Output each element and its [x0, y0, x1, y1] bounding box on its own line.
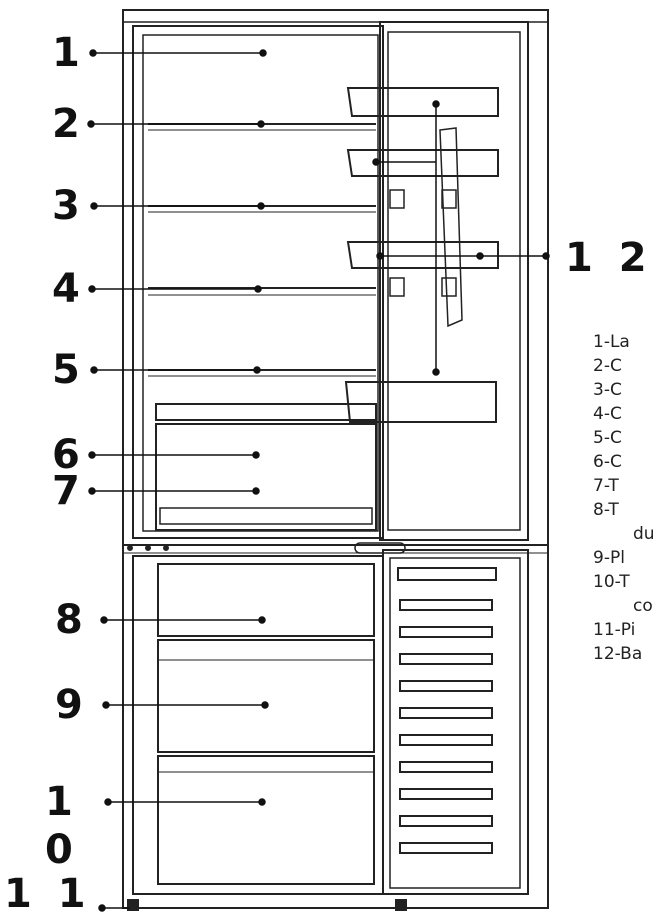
crisper-drawer: [155, 423, 377, 531]
door-balcony-2: [346, 149, 499, 177]
callout-4: 4: [52, 266, 86, 312]
callout-3: 3: [52, 183, 86, 229]
freezer-drawer-3: [157, 755, 375, 885]
legend-item-10-cont: co: [633, 596, 653, 616]
cabinet-outline: [122, 9, 549, 909]
parts-legend: 1-La 2-C 3-C 4-C 5-C 6-C 7-T 8-T du 9-Pl…: [593, 330, 653, 666]
legend-item-1: 1-La: [593, 332, 630, 352]
door-balcony-bottom: [344, 381, 497, 423]
callout-8: 8: [55, 597, 89, 643]
freezer-compartment: [132, 555, 384, 895]
door-balcony-3: [346, 241, 499, 269]
fridge-compartment: [132, 25, 384, 539]
legend-item-12: 12-Ba: [593, 644, 643, 664]
legend-item-8: 8-T: [593, 500, 619, 520]
callout-12: 1 2: [565, 235, 653, 281]
callout-2: 2: [52, 101, 86, 147]
legend-item-7: 7-T: [593, 476, 619, 496]
adjustable-foot-right: [395, 899, 407, 911]
legend-item-5: 5-C: [593, 428, 622, 448]
callout-10-line1: 1: [45, 779, 79, 825]
callout-11: 1 1: [4, 871, 92, 917]
callout-6: 6: [52, 432, 86, 478]
callout-10-line2: 0: [45, 827, 79, 873]
legend-item-4: 4-C: [593, 404, 622, 424]
freezer-drawer-1: [157, 563, 375, 637]
callout-1: 1: [52, 30, 86, 76]
legend-item-10: 10-T: [593, 572, 630, 592]
callout-9: 9: [55, 682, 89, 728]
callout-5: 5: [52, 347, 86, 393]
door-balcony-top: [346, 87, 499, 117]
crisper-cover: [155, 403, 377, 421]
fridge-door: [379, 21, 529, 541]
freezer-drawer-2: [157, 639, 375, 753]
freezer-door: [382, 549, 529, 895]
legend-item-6: 6-C: [593, 452, 622, 472]
legend-item-3: 3-C: [593, 380, 622, 400]
legend-item-11: 11-Pi: [593, 620, 636, 640]
legend-item-8-cont: du: [633, 524, 653, 544]
callout-7: 7: [52, 468, 86, 514]
legend-item-9: 9-Pl: [593, 548, 625, 568]
legend-item-2: 2-C: [593, 356, 622, 376]
adjustable-foot-left: [127, 899, 139, 911]
